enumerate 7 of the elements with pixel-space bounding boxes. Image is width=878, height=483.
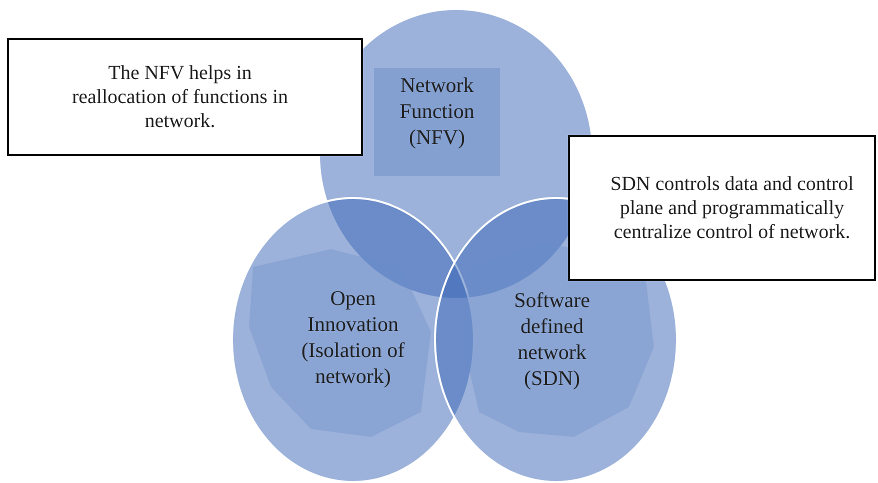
circle-label: Open Innovation (Isolation of network) [300, 285, 406, 389]
callout-text: The NFV helps in reallocation of functions in network. [70, 61, 290, 133]
callout-box [7, 38, 363, 156]
callout-box [568, 135, 876, 281]
circle-label: Network Function (NFV) [398, 72, 476, 150]
callout-text: SDN controls data and control plane and programmatically centralize control of network. [609, 172, 855, 244]
circle-label: Software defined network (SDN) [513, 287, 591, 391]
